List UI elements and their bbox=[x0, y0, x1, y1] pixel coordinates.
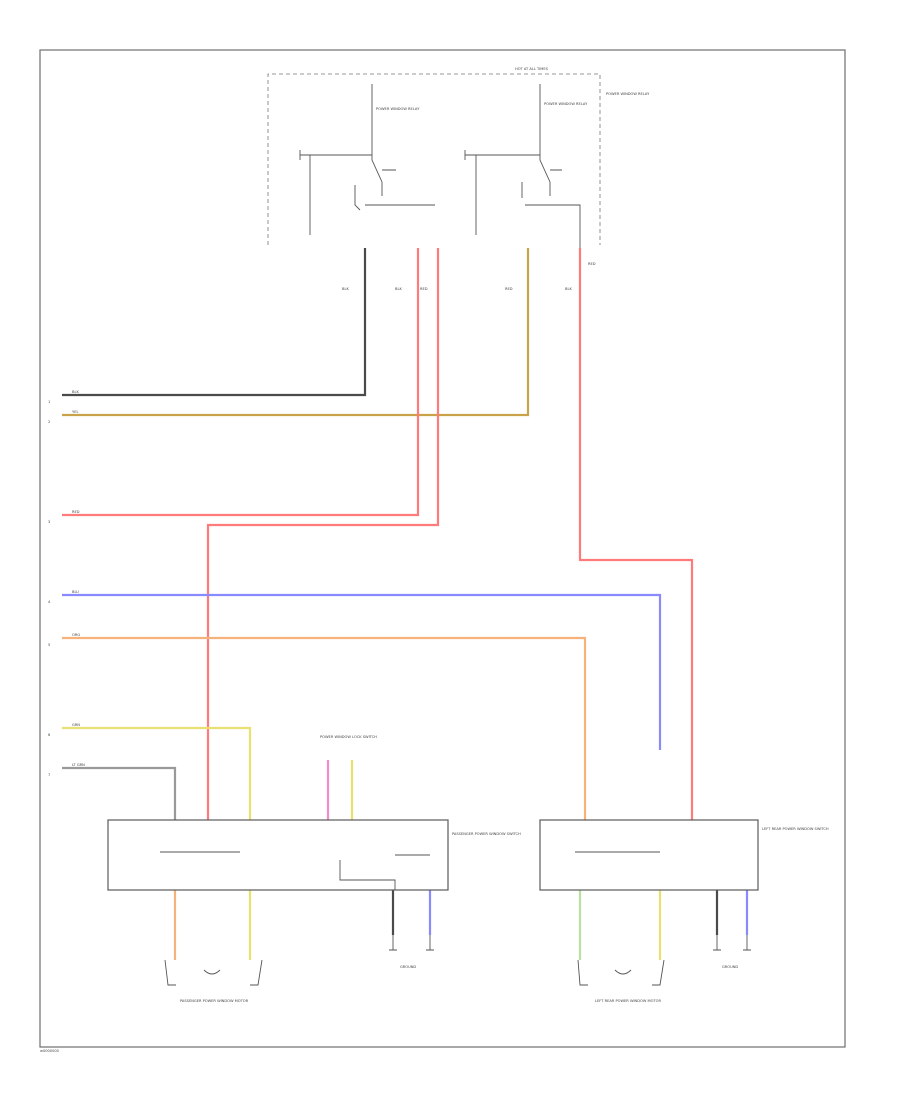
wire-red-2 bbox=[206, 248, 440, 820]
left-wire-label: LT GRN bbox=[72, 763, 85, 767]
left-rear-motor-label: LEFT REAR POWER WINDOW MOTOR bbox=[595, 999, 661, 1003]
ground-right-label: GROUND bbox=[722, 965, 738, 969]
relay-right-label: POWER WINDOW RELAY bbox=[544, 102, 588, 106]
relay-left: POWER WINDOW RELAY bbox=[299, 84, 420, 235]
left-rear-switch-label: LEFT REAR POWER WINDOW SWITCH bbox=[762, 827, 829, 831]
wire-black-top bbox=[62, 248, 367, 397]
passenger-switch: PASSENGER POWER WINDOW SWITCH bbox=[107, 819, 521, 891]
ground-left-label: GROUND bbox=[400, 965, 416, 969]
left-wire-label: YEL bbox=[72, 410, 78, 414]
ground-left: GROUND bbox=[389, 935, 434, 969]
wire-red-1 bbox=[62, 248, 420, 517]
connector-c3: RED bbox=[420, 287, 428, 291]
left-wire-pin: 3 bbox=[48, 520, 50, 524]
connector-c6: RED bbox=[588, 262, 596, 266]
left-wire-label: GRN bbox=[72, 723, 80, 727]
connector-c1: BLK bbox=[342, 287, 349, 291]
connector-c5: BLK bbox=[565, 287, 572, 291]
relay-connectors: BLK BLK RED RED BLK RED bbox=[342, 262, 596, 291]
left-rear-motor: LEFT REAR POWER WINDOW MOTOR bbox=[577, 959, 665, 1003]
relay-left-label: POWER WINDOW RELAY bbox=[376, 107, 420, 111]
relay-box: HOT AT ALL TIMES POWER WINDOW RELAY POWE… bbox=[267, 67, 650, 248]
left-wire-label: BLU bbox=[72, 590, 79, 594]
left-wire-pin: 5 bbox=[48, 643, 50, 647]
left-wire-pin: 4 bbox=[48, 600, 51, 604]
left-rear-switch: LEFT REAR POWER WINDOW SWITCH bbox=[539, 819, 829, 891]
footer-code: w0000000 bbox=[40, 1049, 60, 1053]
passenger-switch-label: PASSENGER POWER WINDOW SWITCH bbox=[452, 832, 521, 836]
relay-side-label: POWER WINDOW RELAY bbox=[606, 92, 650, 96]
lock-switch-label: POWER WINDOW LOCK SWITCH bbox=[320, 735, 377, 739]
left-wire-pin: 1 bbox=[48, 400, 50, 404]
relay-top-label: HOT AT ALL TIMES bbox=[515, 67, 549, 71]
left-wire-label: BLK bbox=[72, 390, 79, 394]
wire-orange bbox=[62, 636, 587, 820]
connector-c2: BLK bbox=[395, 287, 402, 291]
wire-red-3 bbox=[578, 248, 694, 820]
ground-right: GROUND bbox=[713, 935, 751, 969]
left-wire-label: ORG bbox=[72, 633, 80, 637]
wire-yellow-brown bbox=[62, 248, 530, 417]
left-wire-pin: 6 bbox=[48, 733, 51, 737]
passenger-motor: PASSENGER POWER WINDOW MOTOR bbox=[164, 959, 263, 1003]
wire-light-yellow bbox=[62, 726, 252, 820]
wire-blue bbox=[62, 593, 662, 750]
left-wire-label: RED bbox=[72, 510, 80, 514]
left-wire-labels: 1 BLK 2 YEL 3 RED 4 BLU 5 ORG 6 GRN 7 LT GRN bbox=[48, 390, 85, 777]
left-wire-pin: 7 bbox=[48, 773, 50, 777]
passenger-motor-label: PASSENGER POWER WINDOW MOTOR bbox=[180, 999, 249, 1003]
relay-right: POWER WINDOW RELAY bbox=[464, 84, 588, 235]
connector-c4: RED bbox=[505, 287, 513, 291]
wires bbox=[62, 248, 749, 960]
diagram-frame bbox=[39, 49, 846, 1048]
left-wire-pin: 2 bbox=[48, 420, 50, 424]
wire-gray-left bbox=[62, 766, 177, 820]
